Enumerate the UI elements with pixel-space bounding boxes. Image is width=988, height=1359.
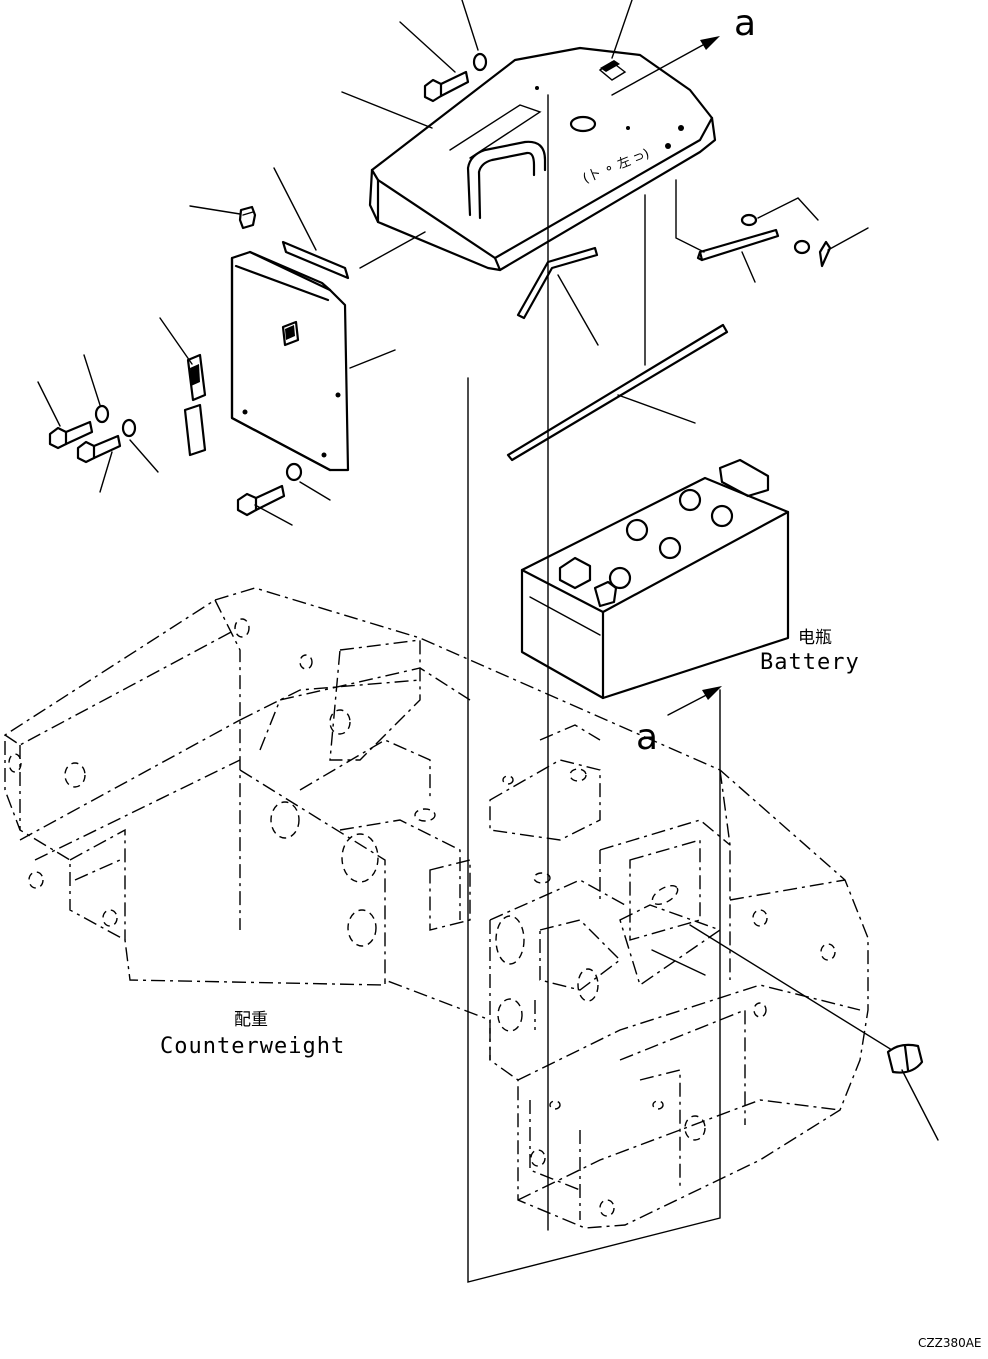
leader-lines xyxy=(37,0,939,1141)
reference-lines xyxy=(359,94,901,1283)
view-a-label-top: a xyxy=(734,3,757,44)
counterweight-label-en: Counterweight xyxy=(160,1034,346,1059)
seal-strips xyxy=(506,246,729,462)
panel-screw xyxy=(238,205,257,230)
panel-bolt xyxy=(236,462,303,517)
rubber-cap xyxy=(886,1043,924,1074)
cover-bolt xyxy=(423,52,488,103)
rubber-strip xyxy=(281,240,350,280)
view-a-label-bottom: a xyxy=(636,717,659,758)
latch-bolts xyxy=(48,404,137,464)
counterweight-holes xyxy=(8,618,836,1217)
battery-cover: (卜 ⚬ 左 ⊃) xyxy=(368,46,717,272)
latch-bracket xyxy=(183,353,207,457)
side-panel xyxy=(230,250,350,472)
counterweight-label-cn: 配重 xyxy=(234,1010,268,1030)
battery-label-en: Battery xyxy=(760,650,860,675)
view-a-arrow-top xyxy=(611,39,713,96)
battery-label-cn: 电瓶 xyxy=(798,628,832,648)
lock-lever xyxy=(696,213,832,268)
drawing-ref-number: CZZ380AE xyxy=(918,1336,982,1350)
battery xyxy=(520,458,790,700)
counterweight-outline xyxy=(4,587,869,1229)
